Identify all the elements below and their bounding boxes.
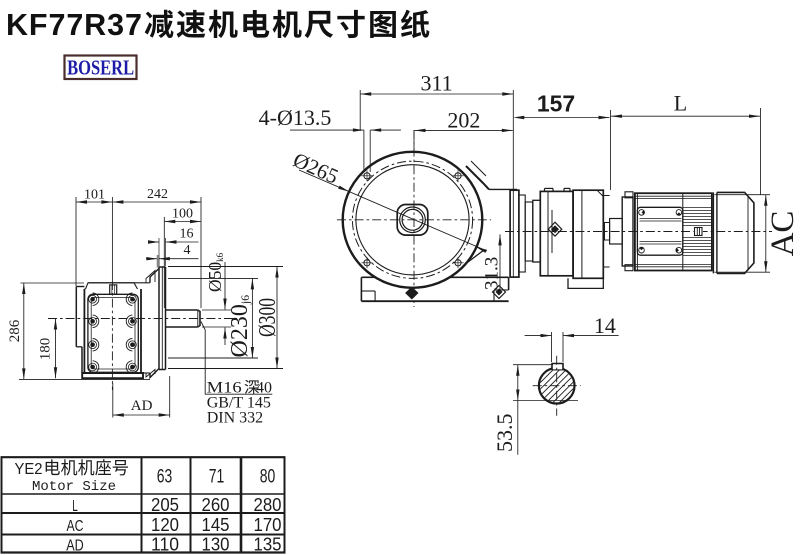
svg-text:Motor Size: Motor Size	[32, 479, 116, 495]
svg-text:31.3: 31.3	[482, 257, 503, 290]
svg-text:145: 145	[202, 514, 230, 535]
svg-text:202: 202	[447, 108, 480, 133]
svg-text:L: L	[72, 498, 78, 515]
svg-text:Ø230j6: Ø230j6	[227, 295, 253, 358]
svg-text:242: 242	[147, 187, 168, 202]
svg-text:101: 101	[84, 188, 105, 203]
svg-text:M16: M16	[207, 380, 242, 397]
svg-text:4: 4	[184, 243, 191, 258]
svg-text:71: 71	[209, 467, 225, 488]
svg-text:100: 100	[172, 207, 193, 222]
svg-text:53.5: 53.5	[492, 414, 517, 453]
svg-text:14: 14	[594, 313, 616, 338]
svg-text:YE2: YE2	[15, 461, 43, 478]
svg-text:63: 63	[157, 467, 173, 488]
svg-text:AC: AC	[67, 518, 84, 535]
svg-text:280: 280	[254, 494, 282, 515]
svg-text:135: 135	[254, 534, 282, 555]
svg-text:AC: AC	[765, 211, 800, 257]
svg-text:80: 80	[260, 467, 276, 488]
svg-text:110: 110	[151, 534, 179, 555]
svg-text:GB/T 145: GB/T 145	[207, 395, 271, 412]
svg-text:40: 40	[256, 380, 272, 397]
svg-text:180: 180	[38, 338, 54, 361]
svg-text:Ø300: Ø300	[255, 298, 281, 337]
svg-text:286: 286	[7, 319, 23, 342]
svg-text:205: 205	[151, 494, 179, 515]
svg-text:130: 130	[202, 534, 230, 555]
svg-text:AD: AD	[66, 538, 84, 555]
svg-text:L: L	[674, 91, 687, 116]
svg-text:AD: AD	[131, 398, 153, 414]
svg-text:BOSERL: BOSERL	[67, 56, 134, 80]
svg-text:DIN 332: DIN 332	[207, 409, 263, 426]
svg-text:157: 157	[537, 91, 575, 117]
svg-text:170: 170	[254, 514, 282, 535]
svg-text:4-Ø13.5: 4-Ø13.5	[259, 105, 332, 130]
svg-text:311: 311	[421, 71, 453, 96]
svg-text:120: 120	[151, 514, 179, 535]
svg-text:16: 16	[180, 227, 194, 242]
svg-text:Ø265: Ø265	[290, 148, 342, 189]
svg-text:260: 260	[202, 494, 230, 515]
svg-text:Ø50k6: Ø50k6	[205, 252, 225, 292]
